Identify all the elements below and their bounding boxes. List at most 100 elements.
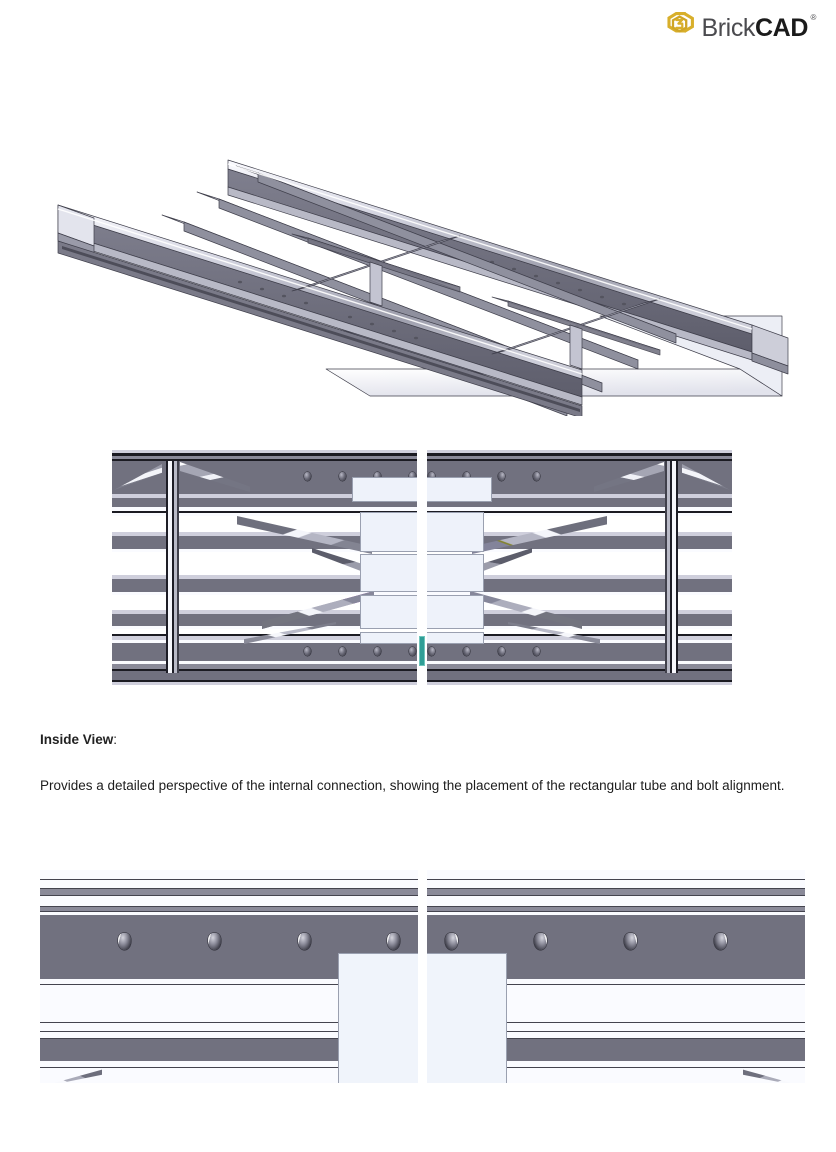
brickcad-logo: BrickCAD ® bbox=[664, 12, 816, 44]
section-paragraph: Provides a detailed perspective of the i… bbox=[40, 778, 785, 793]
beam-edge bbox=[112, 661, 417, 664]
plan-view-left-half bbox=[112, 450, 417, 685]
rectangular-tube bbox=[360, 632, 417, 644]
open-space bbox=[40, 1068, 418, 1083]
inner-rail bbox=[168, 461, 172, 673]
cross-member-edge bbox=[112, 532, 417, 536]
beam-edge bbox=[40, 906, 418, 907]
page-header: BrickCAD ® bbox=[0, 0, 836, 62]
beam-edge bbox=[40, 1038, 418, 1039]
plan-view-center-gap bbox=[417, 450, 427, 685]
rectangular-tube bbox=[427, 632, 484, 644]
beam-edge bbox=[112, 682, 417, 685]
beam-edge bbox=[40, 1032, 418, 1038]
detail-view-left-half bbox=[40, 870, 418, 1083]
lower-beam-web bbox=[40, 1039, 418, 1061]
rectangular-tube bbox=[427, 595, 484, 629]
rectangular-tube bbox=[360, 554, 417, 592]
beam-flange bbox=[112, 664, 417, 669]
bolt-head bbox=[714, 933, 727, 950]
rectangular-tube bbox=[427, 554, 484, 592]
brickcad-hex-logo-icon bbox=[664, 12, 695, 44]
center-tube-accent bbox=[419, 636, 425, 666]
beam-edge bbox=[40, 912, 418, 915]
registered-trademark-icon: ® bbox=[810, 12, 817, 22]
beam-edge bbox=[40, 984, 418, 985]
beam-edge bbox=[427, 880, 805, 888]
beam-edge bbox=[427, 682, 732, 685]
heading-label: Inside View bbox=[40, 732, 114, 747]
bolt-head bbox=[624, 933, 637, 950]
bolt-head bbox=[374, 472, 381, 481]
bolt-head bbox=[463, 647, 470, 656]
beam-edge bbox=[112, 450, 417, 453]
beam-edge bbox=[112, 634, 417, 636]
bolt-head bbox=[428, 647, 435, 656]
beam-edge bbox=[40, 888, 418, 889]
section-heading: Inside View: bbox=[40, 730, 792, 750]
figure-isometric-chassis-render bbox=[40, 66, 796, 416]
beam-edge bbox=[112, 507, 417, 511]
beam-flange bbox=[427, 671, 732, 680]
beam-edge bbox=[40, 979, 418, 984]
figure-plan-view bbox=[112, 450, 732, 685]
bolt-head bbox=[208, 933, 221, 950]
plan-view-right-half bbox=[427, 450, 732, 685]
logo-cad-text: CAD bbox=[755, 13, 808, 42]
inner-rail bbox=[672, 461, 676, 673]
beam-edge bbox=[40, 1022, 418, 1023]
rectangular-tube bbox=[338, 953, 418, 1083]
rectangular-tube bbox=[427, 953, 507, 1083]
bolt-head bbox=[304, 647, 311, 656]
cross-member-edge bbox=[112, 511, 417, 513]
bolt-head bbox=[409, 472, 416, 481]
beam-flange bbox=[112, 671, 417, 680]
beam-edge bbox=[112, 640, 417, 643]
detail-view-center-gap bbox=[418, 870, 427, 1083]
beam-edge bbox=[40, 1067, 418, 1068]
rectangular-tube bbox=[427, 477, 492, 502]
bolt-head bbox=[445, 933, 458, 950]
beam-flange bbox=[112, 494, 417, 498]
beam-edge bbox=[40, 879, 418, 880]
bolt-head bbox=[498, 472, 505, 481]
logo-brick-text: Brick bbox=[701, 13, 756, 42]
inner-rail bbox=[667, 461, 670, 673]
beam-edge bbox=[112, 459, 417, 461]
bolt-head bbox=[533, 472, 540, 481]
inner-rail-edge bbox=[665, 461, 667, 673]
main-beam-web bbox=[112, 643, 417, 661]
cross-member bbox=[112, 614, 417, 626]
beam-edge bbox=[40, 896, 418, 906]
beam-edge bbox=[112, 456, 417, 459]
heading-colon: : bbox=[113, 732, 118, 747]
bolt-head bbox=[409, 647, 416, 656]
cross-member-edge bbox=[112, 610, 417, 614]
bolt-head bbox=[304, 472, 311, 481]
inner-rail-edge bbox=[676, 461, 678, 673]
beam-edge bbox=[40, 1031, 418, 1032]
beam-edge bbox=[40, 870, 418, 879]
cross-member-edge bbox=[112, 592, 417, 595]
bolt-head bbox=[533, 647, 540, 656]
beam-flange bbox=[112, 498, 417, 507]
beam-edge bbox=[112, 680, 417, 682]
beam-edge bbox=[112, 453, 417, 456]
figure-inside-detail-view bbox=[40, 870, 805, 1083]
rectangular-tube bbox=[352, 477, 417, 502]
beam-edge bbox=[40, 1023, 418, 1031]
rectangular-tube bbox=[360, 595, 417, 629]
inner-rail bbox=[174, 461, 177, 673]
beam-edge bbox=[40, 895, 418, 896]
beam-flange bbox=[40, 907, 418, 911]
bolt-head bbox=[118, 933, 131, 950]
cross-member-edge bbox=[112, 549, 417, 552]
beam-flange bbox=[40, 889, 418, 895]
bolt-head bbox=[339, 472, 346, 481]
beam-edge bbox=[40, 911, 418, 912]
brickcad-wordmark: BrickCAD ® bbox=[701, 13, 816, 42]
inner-rail-edge bbox=[670, 461, 672, 673]
rectangular-tube bbox=[427, 512, 484, 552]
main-beam-web bbox=[427, 643, 732, 661]
bolt-head bbox=[374, 647, 381, 656]
